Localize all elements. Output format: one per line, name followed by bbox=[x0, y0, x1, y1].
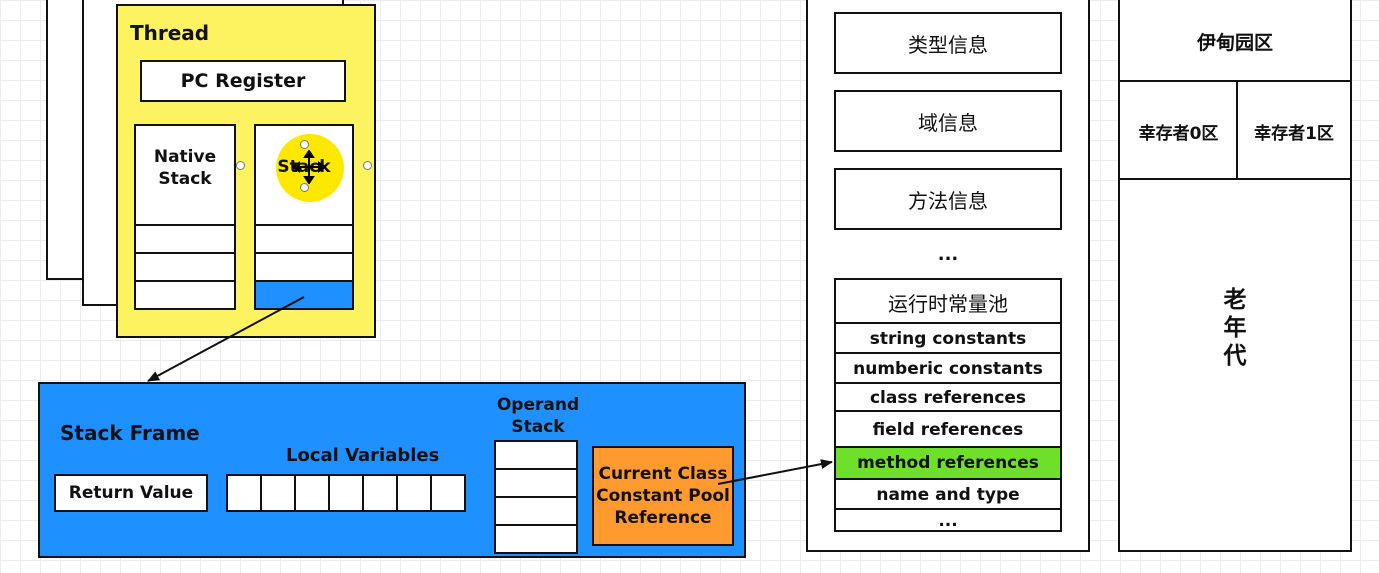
survivor1-region[interactable]: 幸存者1区 bbox=[1254, 123, 1334, 144]
native-stack-label-line2: Stack bbox=[158, 169, 212, 189]
native-stack-label-line1: Native bbox=[153, 147, 217, 167]
move-cursor-icon bbox=[292, 150, 326, 184]
runtime-constant-pool-box[interactable] bbox=[834, 278, 1062, 532]
method-area-ellipsis: ... bbox=[937, 244, 959, 265]
local-variable-slot bbox=[226, 474, 262, 512]
operand-stack-label-line1: Operand bbox=[496, 395, 580, 415]
method-info-box[interactable]: 方法信息 bbox=[834, 168, 1062, 230]
native-stack-box[interactable]: Native Stack bbox=[134, 124, 236, 310]
resize-handle-bottom[interactable] bbox=[300, 183, 309, 192]
survivor0-region[interactable]: 幸存者0区 bbox=[1138, 123, 1219, 144]
local-variable-slot bbox=[260, 474, 296, 512]
local-variables-label: Local Variables bbox=[286, 445, 440, 466]
arrow-ref-to-method-references bbox=[717, 459, 833, 485]
arrow-stack-to-frame bbox=[147, 296, 305, 382]
constant-pool-row[interactable]: ... bbox=[836, 508, 1060, 532]
native-stack-label: Native Stack bbox=[136, 146, 234, 190]
survivor-divider bbox=[1236, 82, 1238, 180]
local-variable-slot bbox=[430, 474, 466, 512]
operand-stack-label-line2: Stack bbox=[511, 417, 565, 437]
old-gen-char-3: 代 bbox=[1223, 343, 1247, 369]
heap-box[interactable] bbox=[1118, 0, 1352, 552]
old-generation-region[interactable]: 老 年 代 bbox=[1120, 286, 1350, 370]
constant-pool-ref-line1: Current Class bbox=[598, 464, 728, 484]
pc-register-box[interactable]: PC Register bbox=[140, 60, 346, 102]
constant-pool-row[interactable]: field references bbox=[836, 410, 1060, 448]
local-variable-slot bbox=[328, 474, 364, 512]
constant-pool-row[interactable]: class references bbox=[836, 382, 1060, 412]
operand-stack-label: Operand Stack bbox=[488, 394, 588, 438]
return-value-box[interactable]: Return Value bbox=[54, 474, 208, 512]
stack-slot-current-frame[interactable] bbox=[254, 280, 354, 310]
thread-title: Thread bbox=[130, 21, 210, 45]
stack-box[interactable]: Stack bbox=[254, 124, 354, 310]
old-gen-char-2: 年 bbox=[1223, 315, 1247, 341]
native-stack-slot bbox=[134, 224, 236, 254]
constant-pool-row[interactable]: string constants bbox=[836, 322, 1060, 354]
constant-pool-ref-line3: Reference bbox=[614, 508, 712, 528]
stack-frame-title: Stack Frame bbox=[60, 421, 200, 445]
type-info-box[interactable]: 类型信息 bbox=[834, 12, 1062, 74]
constant-pool-ref-line2: Constant Pool bbox=[596, 486, 730, 506]
native-stack-slot bbox=[134, 280, 236, 310]
heap-divider bbox=[1120, 80, 1350, 82]
field-info-box[interactable]: 域信息 bbox=[834, 90, 1062, 152]
resize-handle-right[interactable] bbox=[363, 161, 372, 170]
runtime-constant-pool-title: 运行时常量池 bbox=[888, 291, 1008, 316]
resize-handle-top[interactable] bbox=[300, 140, 309, 149]
constant-pool-row[interactable]: numberic constants bbox=[836, 352, 1060, 384]
eden-region[interactable]: 伊甸园区 bbox=[1196, 31, 1273, 54]
constant-pool-reference-box[interactable]: Current Class Constant Pool Reference bbox=[592, 446, 734, 546]
operand-stack-slot bbox=[494, 524, 578, 554]
local-variable-slot bbox=[294, 474, 330, 512]
stack-slot bbox=[254, 224, 354, 254]
resize-handle-left[interactable] bbox=[236, 161, 245, 170]
constant-pool-row[interactable]: name and type bbox=[836, 478, 1060, 510]
heap-divider bbox=[1120, 178, 1350, 180]
old-gen-char-1: 老 bbox=[1223, 287, 1247, 313]
